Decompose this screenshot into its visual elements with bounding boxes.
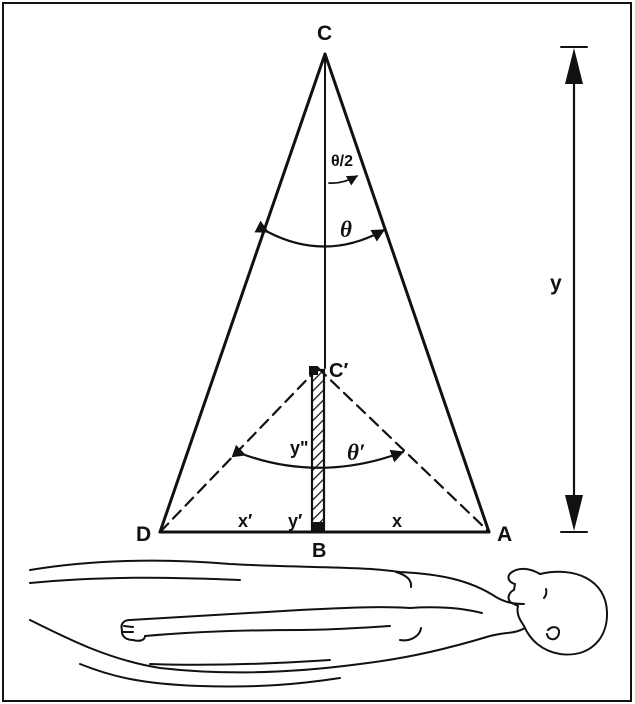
hip-line bbox=[149, 659, 331, 666]
label-x-prime: x′ bbox=[238, 511, 252, 531]
leg-line bbox=[29, 576, 241, 584]
arm-top bbox=[129, 606, 483, 621]
arm-bottom bbox=[144, 625, 391, 637]
leg-lower-outline bbox=[79, 663, 341, 688]
hatched-rod bbox=[310, 368, 326, 532]
ear bbox=[546, 626, 560, 641]
half-theta-arc bbox=[328, 175, 358, 186]
label-c-prime: C′ bbox=[329, 360, 348, 382]
label-theta-prime: θ′ bbox=[347, 440, 365, 465]
side-cd bbox=[158, 52, 327, 534]
reclining-person-illustration bbox=[29, 559, 609, 688]
torso-lower bbox=[29, 619, 526, 674]
eye-mark bbox=[543, 588, 548, 599]
label-y: y bbox=[550, 272, 562, 295]
height-arrow-up bbox=[565, 48, 583, 84]
label-d: D bbox=[136, 523, 151, 546]
label-x: x bbox=[392, 511, 402, 531]
head-outline bbox=[523, 570, 609, 656]
label-half-theta: θ/2 bbox=[331, 153, 353, 170]
label-c: C bbox=[317, 22, 332, 45]
theta-arc bbox=[254, 220, 386, 248]
side-ca bbox=[323, 52, 491, 534]
body-top-outline bbox=[29, 559, 525, 605]
chest-crease bbox=[399, 627, 422, 642]
label-y-prime: y′ bbox=[288, 511, 302, 531]
theta-prime-arc bbox=[231, 444, 405, 469]
shoulder-crease bbox=[395, 571, 413, 588]
face-profile bbox=[507, 567, 541, 627]
fingers bbox=[122, 625, 134, 633]
rod-base-block bbox=[312, 522, 324, 532]
label-theta: θ bbox=[340, 217, 352, 242]
label-y-double-prime: y" bbox=[290, 438, 309, 458]
height-arrow-down bbox=[565, 495, 583, 531]
label-b: B bbox=[312, 540, 326, 562]
height-dimension bbox=[560, 46, 588, 533]
hand bbox=[120, 619, 146, 642]
outer-triangle bbox=[158, 52, 491, 534]
label-a: A bbox=[497, 523, 512, 546]
rod-top-cap bbox=[309, 366, 318, 375]
